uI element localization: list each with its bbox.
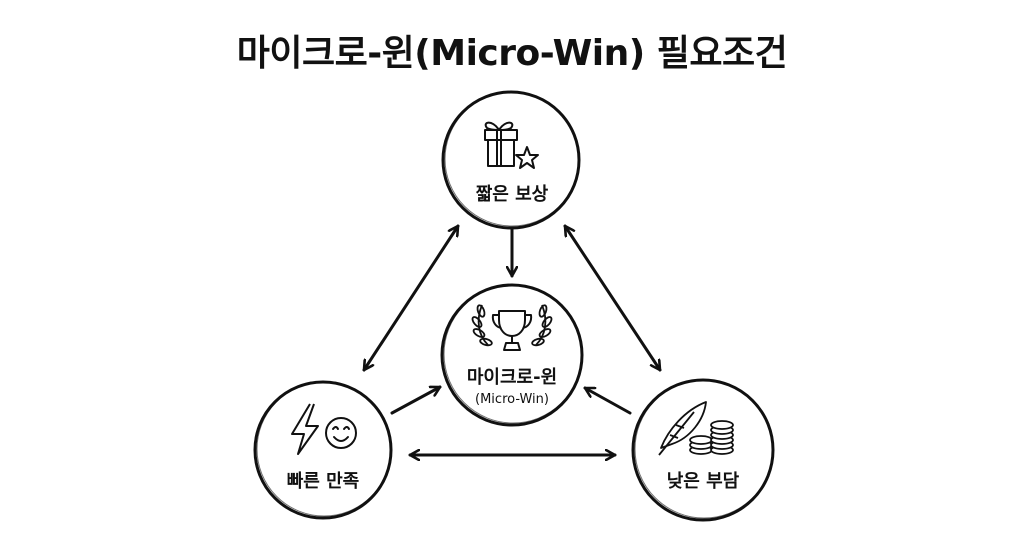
edge-left-center (390, 385, 442, 415)
node-label-top: 짧은 보상 (476, 184, 549, 205)
node-fast-satisfaction: 빠른 만족 (253, 380, 393, 520)
node-label-center: 마이크로-윈 (467, 367, 557, 388)
edge-top-left (362, 224, 460, 372)
node-low-burden: 낮은 부담 (631, 378, 775, 522)
trophy-icon (491, 310, 533, 351)
lightning-icon (291, 403, 319, 455)
star-icon (515, 146, 539, 169)
edge-top-right (563, 224, 662, 372)
node-sublabel-center: (Micro-Win) (475, 392, 549, 407)
node-short-reward: 짧은 보상 (441, 90, 581, 230)
node-micro-win: 마이크로-윈 (Micro-Win) (440, 283, 584, 427)
page-title: 마이크로-윈(Micro-Win) 필요조건 (236, 33, 788, 74)
node-label-right: 낮은 부담 (667, 471, 740, 492)
node-label-left: 빠른 만족 (287, 471, 360, 492)
coins-icon (689, 420, 734, 455)
smiley-icon (325, 417, 357, 449)
feather-icon (658, 401, 707, 456)
edge-right-center (583, 386, 632, 415)
gift-icon (484, 121, 518, 167)
laurel-icon (471, 304, 553, 347)
